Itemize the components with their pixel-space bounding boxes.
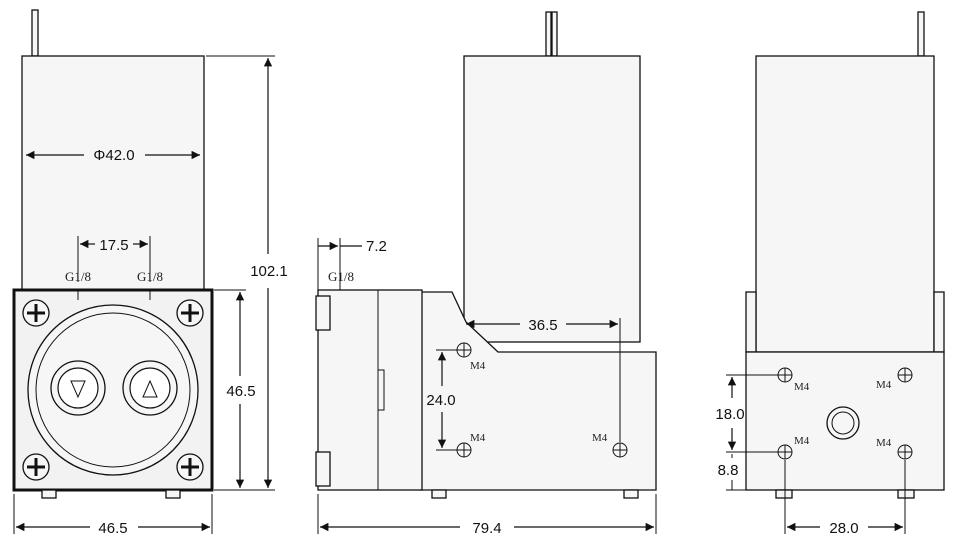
dim-hole-spacing-h: 36.5 xyxy=(528,317,557,334)
pump-head-inner-ring xyxy=(35,312,191,468)
hole-label: M4 xyxy=(470,432,486,444)
mount-hole-icon xyxy=(777,444,793,460)
dim-hole-spacing-h: 28.0 xyxy=(829,520,858,537)
side-view: M4 M4 M4 7.2 G1/8 36.5 24.0 79.4 xyxy=(315,11,657,537)
down-triangle-icon xyxy=(70,380,86,399)
latch xyxy=(377,369,385,411)
motor-shaft xyxy=(31,9,39,57)
dim-block-width: 46.5 xyxy=(98,520,127,537)
port-label-left: G1/8 xyxy=(65,269,91,284)
dim-diameter: Φ42.0 xyxy=(93,147,134,164)
up-triangle-icon xyxy=(142,379,158,398)
mount-hole-icon xyxy=(777,367,793,383)
mount-hole-icon xyxy=(612,442,628,458)
port-label-right: G1/8 xyxy=(137,269,163,284)
foot xyxy=(431,489,447,499)
dim-hole-spacing-v: 24.0 xyxy=(426,392,455,409)
port-fitting xyxy=(315,295,331,331)
mount-hole-icon xyxy=(897,444,913,460)
foot xyxy=(775,489,793,499)
foot xyxy=(165,489,181,499)
port-fitting xyxy=(315,451,331,487)
foot xyxy=(41,489,57,499)
bracket-tab xyxy=(933,291,945,353)
pump-head-ring xyxy=(27,304,199,476)
mount-hole-icon xyxy=(456,442,472,458)
up-button xyxy=(122,360,178,416)
motor-shaft xyxy=(551,11,558,57)
motor-body xyxy=(21,55,205,291)
pump-head-side xyxy=(317,289,423,491)
down-button xyxy=(50,360,106,416)
foot xyxy=(897,489,915,499)
dim-block-height: 46.5 xyxy=(226,383,255,400)
front-view: Φ42.0 17.5 G1/8 G1/8 102.1 46.5 46.5 xyxy=(12,9,288,537)
hole-label: M4 xyxy=(470,360,486,372)
screw-icon xyxy=(22,299,50,327)
dim-overall-height: 102.1 xyxy=(250,263,288,280)
hole-label: M4 xyxy=(592,432,608,444)
mount-hole-icon xyxy=(897,367,913,383)
mounting-bracket xyxy=(419,291,657,491)
hole-label: M4 xyxy=(794,435,810,447)
motor-body xyxy=(755,55,935,353)
dim-hole-spacing-v: 18.0 xyxy=(715,406,744,423)
back-view: M4 M4 M4 M4 18.0 8.8 28.0 xyxy=(715,11,945,537)
screw-icon xyxy=(176,299,204,327)
dim-port-offset: 7.2 xyxy=(366,238,387,255)
dim-port-spacing: 17.5 xyxy=(99,237,128,254)
bracket-tab xyxy=(745,291,757,353)
screw-icon xyxy=(176,453,204,481)
motor-body xyxy=(463,55,641,343)
dim-overall-length: 79.4 xyxy=(472,520,501,537)
foot xyxy=(623,489,639,499)
screw-icon xyxy=(22,453,50,481)
dim-hole-offset: 8.8 xyxy=(718,462,739,479)
hole-label: M4 xyxy=(794,381,810,393)
motor-shaft xyxy=(917,11,925,57)
hole-label: M4 xyxy=(876,437,892,449)
hole-label: M4 xyxy=(876,379,892,391)
mount-hole-icon xyxy=(456,342,472,358)
port-label: G1/8 xyxy=(328,269,354,284)
motor-shaft xyxy=(545,11,552,57)
